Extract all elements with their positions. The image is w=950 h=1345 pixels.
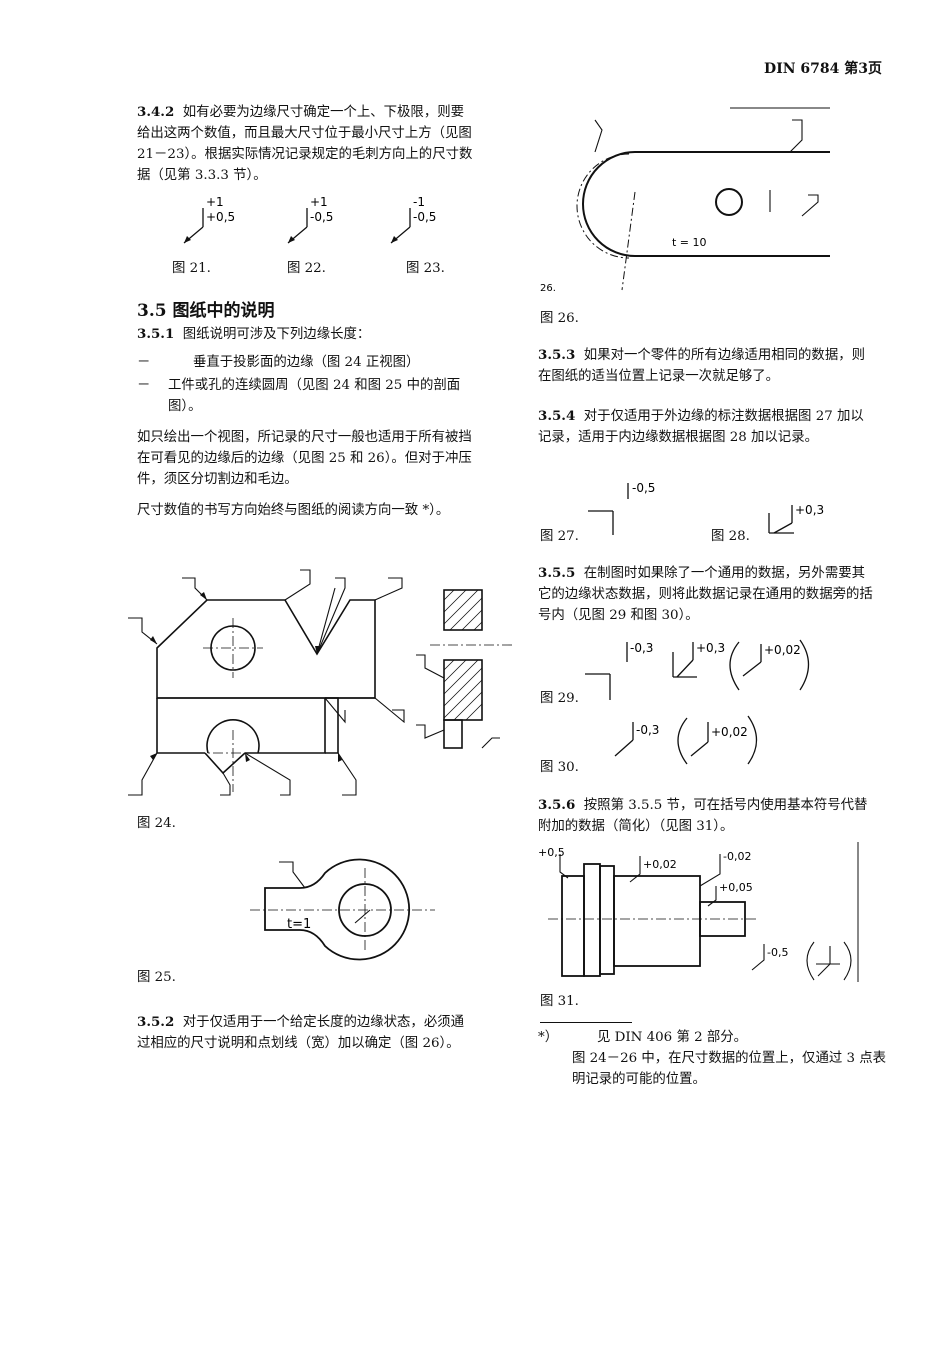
bullet-item-2: 工件或孔的连续圆周（见图 24 和图 25 中的剖面图）。 <box>168 378 461 414</box>
section-3-4-2: 3.4.2 如有必要为边缘尺寸确定一个上、下极限，则要给出这两个数值，而且最大尺… <box>137 102 473 186</box>
paragraph-1: 如只绘出一个视图，所记录的尺寸一般也适用于所有被挡在可看见的边缘后的边缘（见图 … <box>137 430 472 487</box>
section-text: 对于仅适用于外边缘的标注数据根据图 27 加以记录，适用于内边缘数据根据图 28… <box>538 409 864 445</box>
section-3-5-1: 3.5.1 图纸说明可涉及下列边缘长度： <box>137 324 473 345</box>
footnote-divider <box>540 1022 632 1023</box>
fig29-value-1: -0,3 <box>630 641 653 655</box>
fig21-lower: +0,5 <box>206 210 235 224</box>
section-3-5-2: 3.5.2 对于仅适用于一个给定长度的边缘状态，必须通过相应的尺寸说明和点划线（… <box>137 1012 473 1054</box>
bullet-dash-2: － <box>137 378 151 393</box>
figure-23-caption: 图 23. <box>406 261 445 276</box>
figure-28-caption: 图 28. <box>711 529 750 544</box>
figure-26-drawing: t = 10 26. <box>540 107 830 294</box>
section-text: 如果对一个零件的所有边缘适用相同的数据，则在图纸的适当位置上记录一次就足够了。 <box>538 348 865 384</box>
figure-30-symbols: -0,3 +0,02 <box>614 715 758 765</box>
figure-26-tag: 26. <box>540 283 556 294</box>
section-number: 3.5.1 <box>137 326 175 342</box>
section-text: 图纸说明可涉及下列边缘长度： <box>182 327 371 342</box>
section-number: 3.5.5 <box>538 565 576 581</box>
section-text: 按照第 3.5.5 节，可在括号内使用基本符号代替附加的数据（简化）（见图 31… <box>538 798 868 834</box>
figure-29-caption: 图 29. <box>540 691 579 706</box>
section-text: 对于仅适用于一个给定长度的边缘状态，必须通过相应的尺寸说明和点划线（宽）加以确定… <box>137 1015 464 1051</box>
section-text: 如有必要为边缘尺寸确定一个上、下极限，则要给出这两个数值，而且最大尺寸位于最小尺… <box>137 105 473 183</box>
section-3-5-title: 3.5 图纸中的说明 <box>137 301 275 321</box>
figure-27-symbol: -0,5 <box>588 481 655 535</box>
figure-25-caption: 图 25. <box>137 970 176 985</box>
fig22-upper: +1 <box>310 195 328 209</box>
fig29-value-2: +0,3 <box>696 641 725 655</box>
figure-26-caption: 图 26. <box>540 311 579 326</box>
figure-27-caption: 图 27. <box>540 529 579 544</box>
footnote-line-1: 见 DIN 406 第 2 部分。 <box>597 1030 748 1045</box>
figure-25-label: t=1 <box>287 917 311 932</box>
footnote-line-2: 图 24－26 中，在尺寸数据的位置上，仅通过 3 点表明记录的可能的位置。 <box>572 1051 887 1087</box>
page-header: DIN 6784 第3页 <box>764 61 882 77</box>
fig31-a: +0,5 <box>538 846 565 859</box>
section-text: 在制图时如果除了一个通用的数据，另外需要其它的边缘状态数据，则将此数据记录在通用… <box>538 566 873 623</box>
figure-25-drawing: t=1 <box>250 858 435 961</box>
figure-24-caption: 图 24. <box>137 816 176 831</box>
figure-22-caption: 图 22. <box>287 261 326 276</box>
fig27-value: -0,5 <box>632 481 655 495</box>
bullet-dash-1: － <box>137 355 151 370</box>
paragraph-2: 尺寸数值的书写方向始终与图纸的阅读方向一致 *）。 <box>137 503 450 518</box>
fig21-upper: +1 <box>206 195 224 209</box>
figure-31-caption: 图 31. <box>540 994 579 1009</box>
section-number: 3.5.6 <box>538 797 576 813</box>
footnote-mark: *） <box>538 1030 559 1045</box>
figure-31-drawing: +0,5 +0,02 -0,02 +0,05 -0,5 <box>538 842 859 982</box>
fig23-lower: -0,5 <box>413 210 436 224</box>
figure-28-symbol: +0,3 <box>768 503 824 534</box>
fig31-d: +0,05 <box>719 881 753 894</box>
section-number: 3.4.2 <box>137 104 175 120</box>
section-3-5-5: 3.5.5 在制图时如果除了一个通用的数据，另外需要其它的边缘状态数据，则将此数… <box>538 563 876 626</box>
section-3-5-6: 3.5.6 按照第 3.5.5 节，可在括号内使用基本符号代替附加的数据（简化）… <box>538 795 876 837</box>
fig31-e: -0,5 <box>767 946 788 959</box>
fig28-value: +0,3 <box>795 503 824 517</box>
fig30-value-1: -0,3 <box>636 723 659 737</box>
section-3-5-4: 3.5.4 对于仅适用于外边缘的标注数据根据图 27 加以记录，适用于内边缘数据… <box>538 406 876 448</box>
fig31-b: +0,02 <box>643 858 677 871</box>
section-number: 3.5.3 <box>538 347 576 363</box>
section-number: 3.5.4 <box>538 408 576 424</box>
figure-29-symbols: -0,3 +0,3 +0,02 <box>585 639 810 700</box>
figure-22-symbol: +1 -0,5 <box>287 195 333 244</box>
figure-24-drawing <box>128 569 515 796</box>
fig30-value-2: +0,02 <box>711 725 748 739</box>
figure-21-symbol: +1 +0,5 <box>183 195 235 244</box>
figure-30-caption: 图 30. <box>540 760 579 775</box>
figure-21-caption: 图 21. <box>172 261 211 276</box>
section-3-5-3: 3.5.3 如果对一个零件的所有边缘适用相同的数据，则在图纸的适当位置上记录一次… <box>538 345 876 387</box>
fig23-upper: -1 <box>413 195 425 209</box>
figure-23-symbol: -1 -0,5 <box>390 195 436 244</box>
fig31-c: -0,02 <box>723 850 751 863</box>
section-number: 3.5.2 <box>137 1014 175 1030</box>
bullet-item-1: 垂直于投影面的边缘（图 24 正视图） <box>193 355 420 370</box>
fig29-value-3: +0,02 <box>764 643 801 657</box>
fig22-lower: -0,5 <box>310 210 333 224</box>
figure-26-label: t = 10 <box>672 236 707 249</box>
